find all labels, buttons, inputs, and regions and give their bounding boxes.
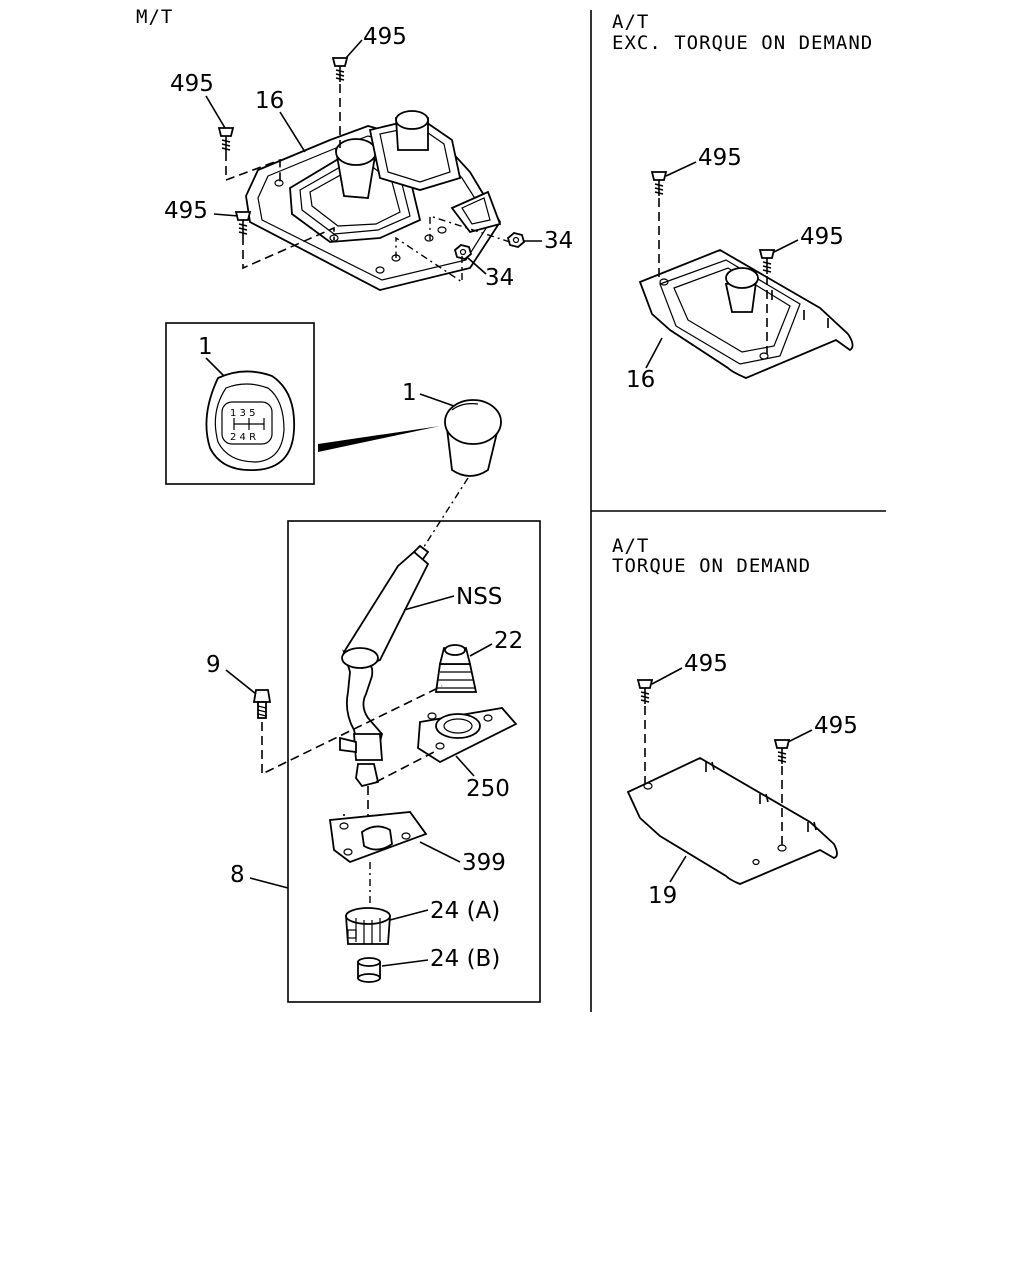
screw-icon: [773, 739, 791, 764]
shift-pattern-bottom: 2 4 R: [230, 432, 256, 443]
callout-495: 495: [363, 24, 407, 50]
section-title-at-tod-line1: A/T: [612, 535, 649, 557]
callout-19: 19: [648, 883, 677, 909]
nut-path: [395, 236, 463, 284]
bolt-path: [261, 685, 443, 776]
shift-knob: [444, 399, 502, 477]
section-title-at-exc-line1: A/T: [612, 11, 649, 33]
callout-495: 495: [800, 224, 844, 250]
callout-250: 250: [466, 776, 510, 802]
screw-icon: [650, 171, 668, 196]
bushing-a: [345, 907, 391, 945]
section-title-at-exc-line2: EXC. TORQUE ON DEMAND: [612, 32, 873, 54]
tod-console-cover: [626, 756, 838, 885]
callout-34: 34: [544, 228, 573, 254]
callout-NSS: NSS: [456, 584, 502, 610]
detail-pointer: [318, 426, 440, 452]
callout-16: 16: [255, 88, 284, 114]
nut-icon: [453, 244, 473, 260]
callout-22: 22: [494, 628, 523, 654]
section-title-at-tod-line2: TORQUE ON DEMAND: [612, 555, 811, 577]
gasket: [328, 811, 428, 864]
callout-8: 8: [230, 862, 245, 888]
callout-9: 9: [206, 652, 221, 678]
callout-24b: 24 (B): [430, 946, 500, 972]
shift-pattern-top: 1 3 5: [230, 408, 255, 419]
screw-icon: [234, 211, 252, 236]
callout-399: 399: [462, 850, 506, 876]
screw-icon: [217, 127, 235, 152]
screw-path: [225, 152, 281, 184]
callout-1: 1: [402, 380, 417, 406]
callout-16: 16: [626, 367, 655, 393]
callout-495: 495: [164, 198, 208, 224]
callout-495: 495: [814, 713, 858, 739]
callout-495: 495: [170, 71, 214, 97]
shift-plate: [417, 707, 518, 764]
callout-24a: 24 (A): [430, 898, 500, 924]
nut-icon: [506, 232, 526, 248]
callout-34: 34: [485, 265, 514, 291]
shift-boot: [434, 644, 478, 693]
screw-icon: [758, 249, 776, 274]
screw-path: [242, 226, 335, 270]
at-console-cover: [638, 249, 854, 379]
shift-lever-assembly-box: [287, 520, 541, 1003]
shift-lever: [339, 544, 430, 788]
bushing-b: [357, 957, 381, 983]
mt-console-cover: [245, 110, 502, 291]
screw-icon: [636, 679, 654, 704]
callout-495: 495: [698, 145, 742, 171]
lever-path: [375, 751, 435, 783]
nut-path: [429, 215, 511, 243]
screw-icon: [331, 57, 349, 82]
knob-path: [417, 477, 469, 557]
callout-495: 495: [684, 651, 728, 677]
callout-1: 1: [198, 334, 213, 360]
knob-detail-inset: 1 1 3 5 2 4 R: [165, 322, 315, 485]
section-title-mt: M/T: [136, 6, 173, 28]
bolt-icon: [252, 689, 272, 719]
